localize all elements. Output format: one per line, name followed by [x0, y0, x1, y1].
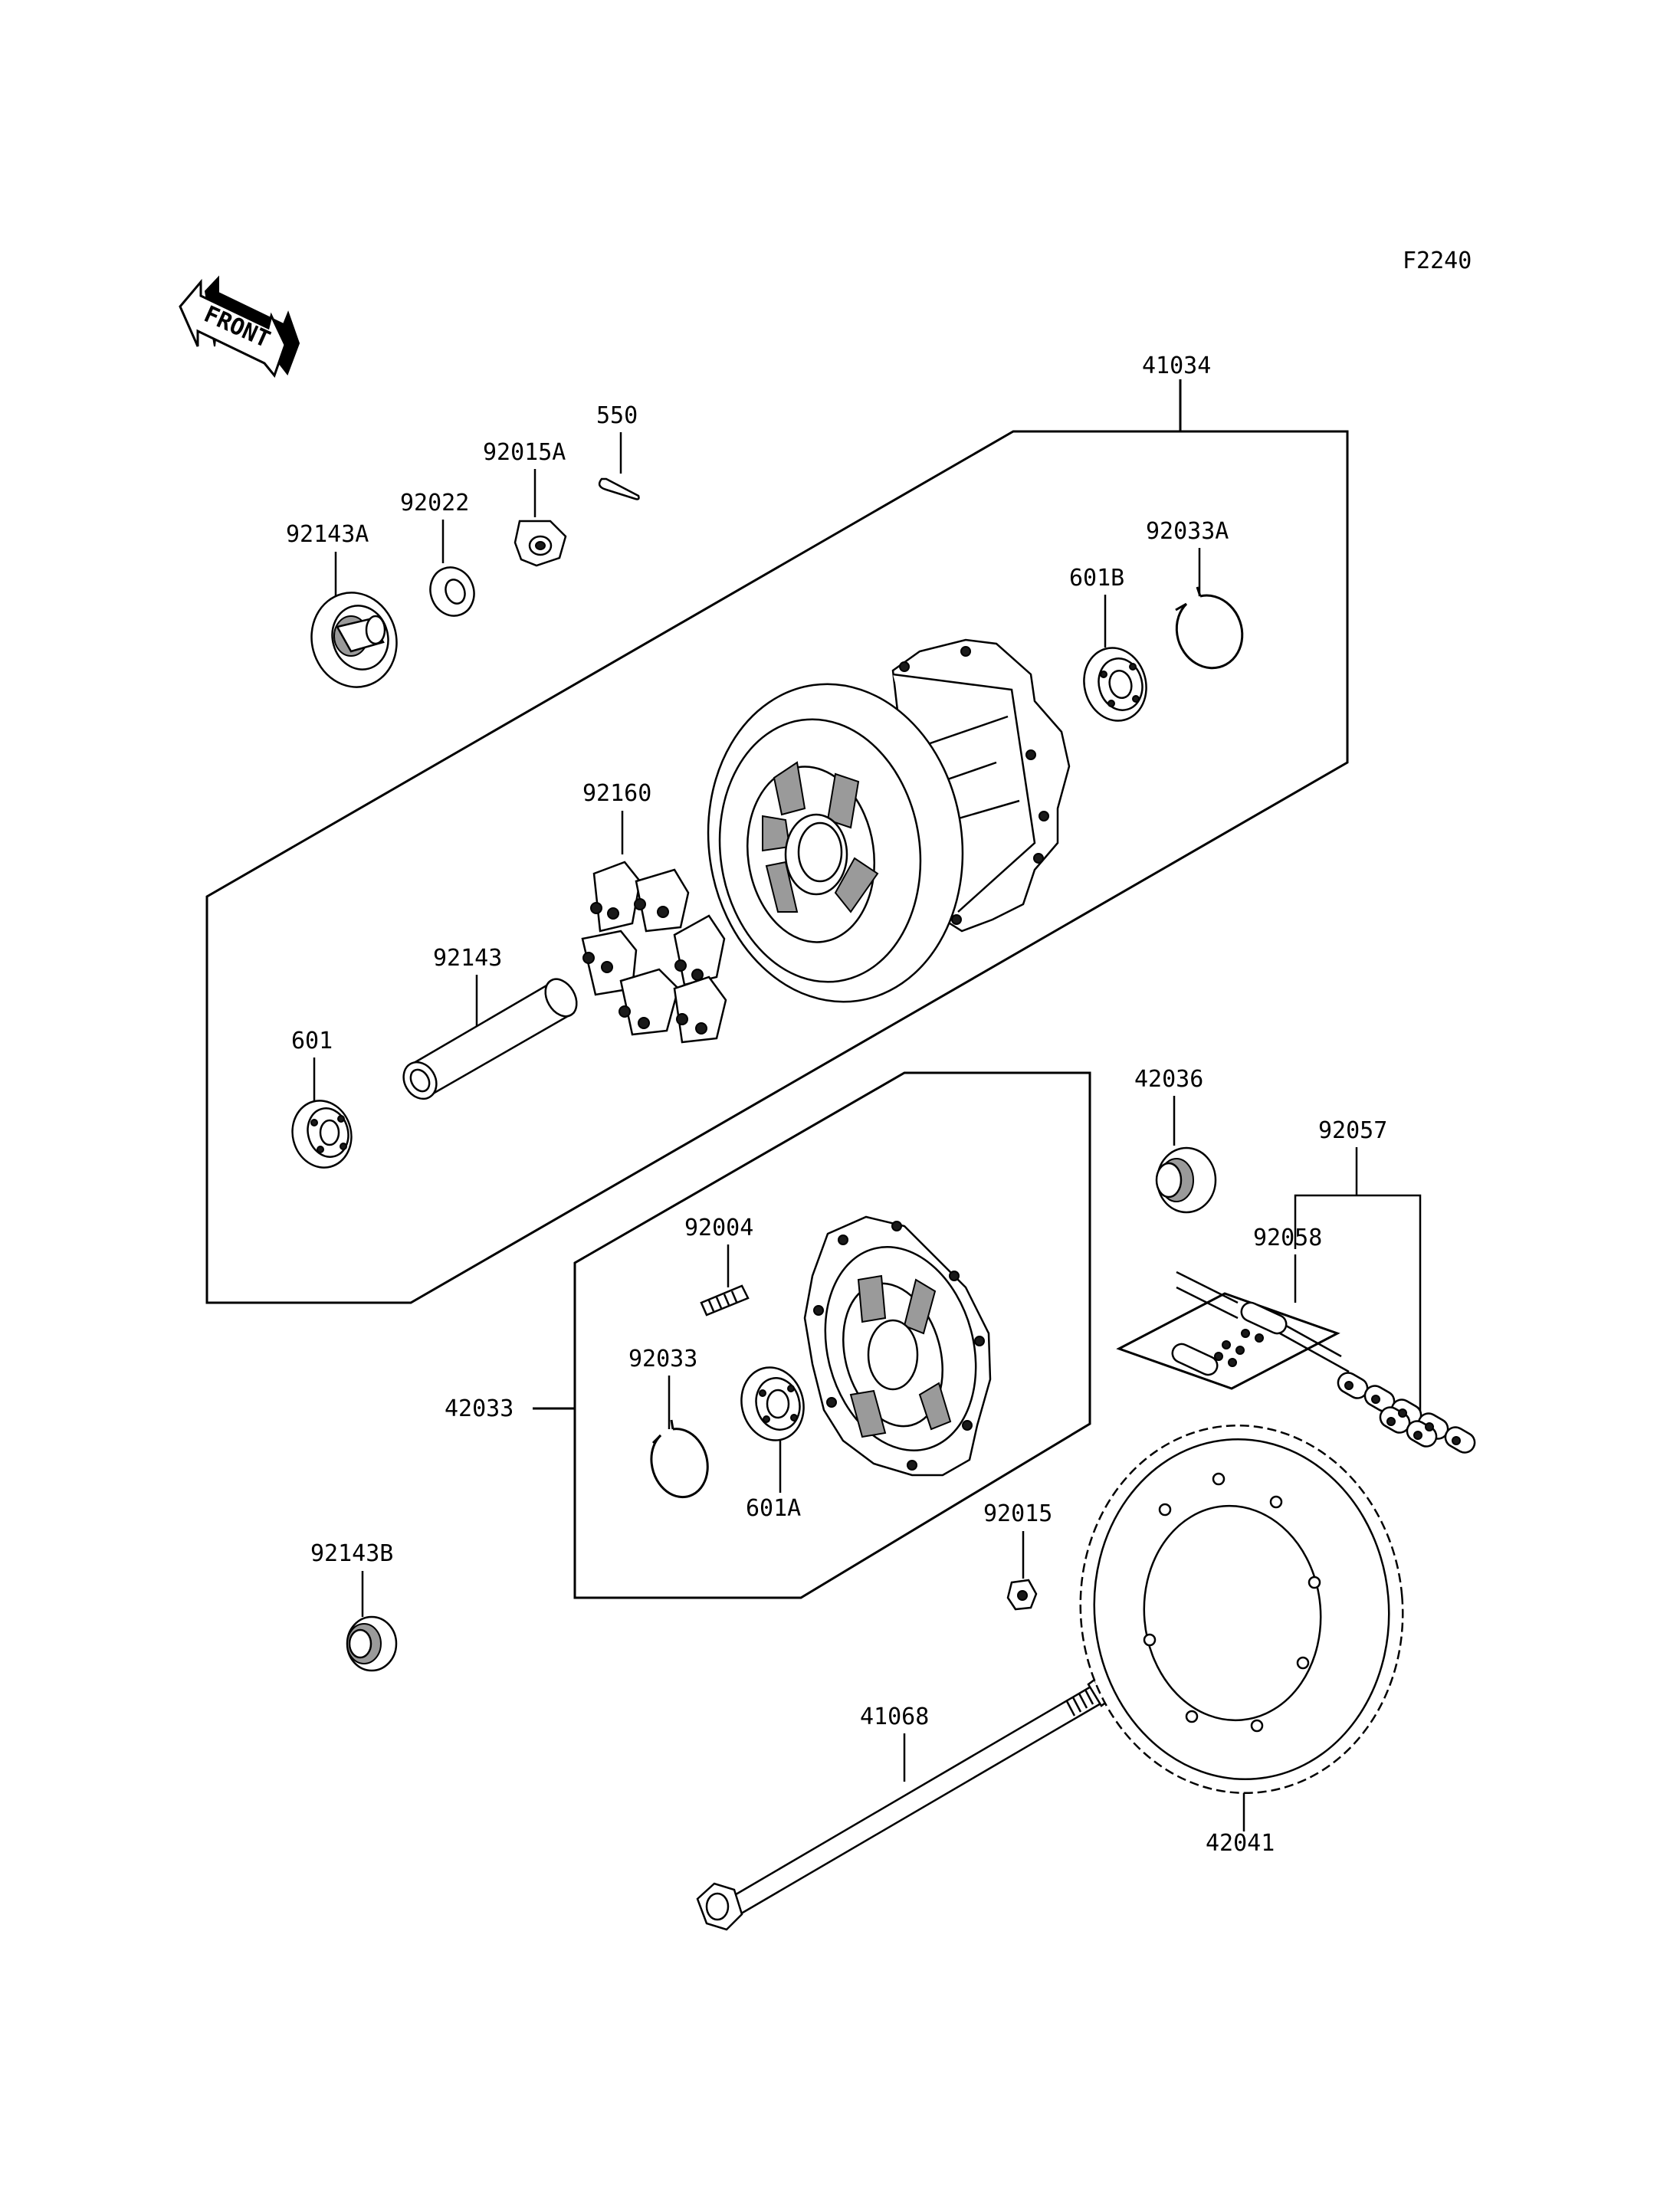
label-42036: 42036: [1134, 1066, 1203, 1093]
collar-92143: 92143: [402, 945, 578, 1100]
master-link-92058: 92058: [1116, 1225, 1350, 1390]
collar-42036: 42036: [1134, 1066, 1217, 1214]
label-601: 601: [291, 1028, 333, 1054]
bearing-601B: 601B: [1069, 565, 1147, 722]
rear-hub-41034: [707, 638, 1071, 1003]
label-601B: 601B: [1069, 565, 1124, 592]
label-92015: 92015: [983, 1500, 1052, 1527]
label-41068: 41068: [860, 1703, 929, 1730]
label-92033: 92033: [628, 1346, 697, 1372]
label-42033: 42033: [445, 1395, 514, 1422]
label-550: 550: [596, 402, 638, 429]
sprocket-coupling-42033: [803, 1215, 992, 1477]
collar-92143B: 92143B: [310, 1540, 398, 1672]
dampers-92160: 92160: [581, 780, 727, 1044]
front-arrow-icon: FRONT: [179, 275, 300, 379]
label-92143: 92143: [433, 945, 502, 972]
nut-92015: 92015: [983, 1500, 1052, 1611]
label-42041: 42041: [1206, 1830, 1275, 1857]
sprocket-42041: 42041: [1079, 1424, 1404, 1857]
circlip-92033A: 92033A: [1146, 518, 1244, 670]
label-92004: 92004: [684, 1215, 753, 1241]
label-601A: 601A: [746, 1495, 801, 1522]
cotter-pin-550: 550: [596, 402, 640, 500]
collar-92143A: 92143A: [286, 521, 398, 688]
coupling-outline: [573, 1071, 1091, 1599]
label-92033A: 92033A: [1146, 518, 1229, 545]
hub-assembly-outline: [205, 430, 1349, 1304]
bearing-601: 601: [291, 1028, 353, 1169]
axle-41068: 41068: [696, 1678, 1109, 1931]
label-92022: 92022: [400, 490, 469, 516]
washer-92022: 92022: [400, 490, 475, 617]
chain-92057: 92057: [1294, 1117, 1476, 1454]
circlip-92033: 92033: [628, 1346, 709, 1498]
label-41034: 41034: [1142, 353, 1211, 379]
label-92015A: 92015A: [483, 439, 566, 466]
label-92143A: 92143A: [286, 521, 369, 548]
castle-nut-92015A: 92015A: [483, 439, 567, 567]
bearing-601A: 601A: [740, 1366, 805, 1522]
figure-code: F2240: [1403, 248, 1472, 274]
label-92057: 92057: [1318, 1117, 1387, 1144]
stud-92004: 92004: [684, 1215, 753, 1317]
label-92143B: 92143B: [310, 1540, 393, 1567]
label-92058: 92058: [1253, 1225, 1322, 1251]
label-92160: 92160: [582, 780, 651, 807]
